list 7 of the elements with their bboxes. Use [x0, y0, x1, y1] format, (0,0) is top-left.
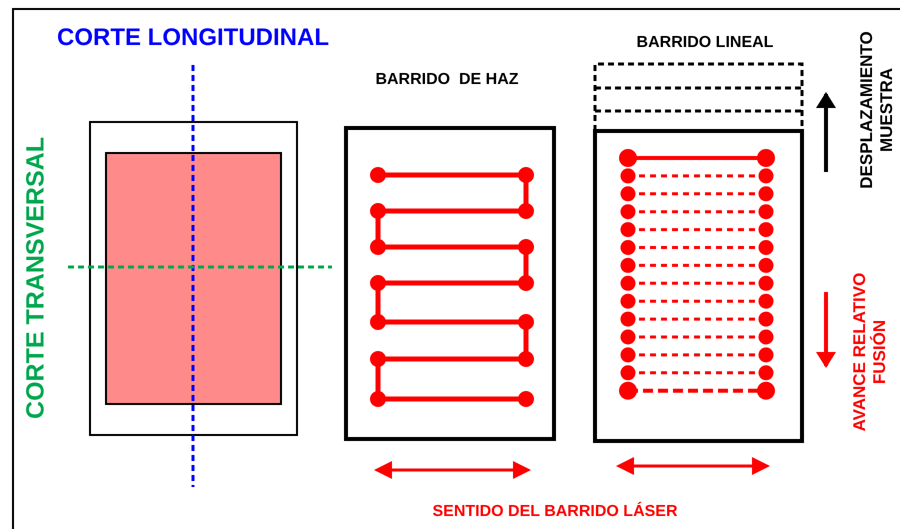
panel-title: BARRIDO DE HAZ	[375, 70, 519, 90]
direction-label: DESPLAZAMIENTO MUESTRA	[857, 30, 897, 191]
section-title: CORTE LONGITUDINAL	[57, 23, 329, 53]
caption-text: SENTIDO DEL BARRIDO LÁSER	[432, 500, 678, 522]
panel-title: BARRIDO LINEAL	[636, 33, 774, 53]
section-title: CORTE TRANSVERSAL	[20, 137, 50, 419]
direction-label: AVANCE RELATIVO FUSIÓN	[850, 272, 890, 434]
